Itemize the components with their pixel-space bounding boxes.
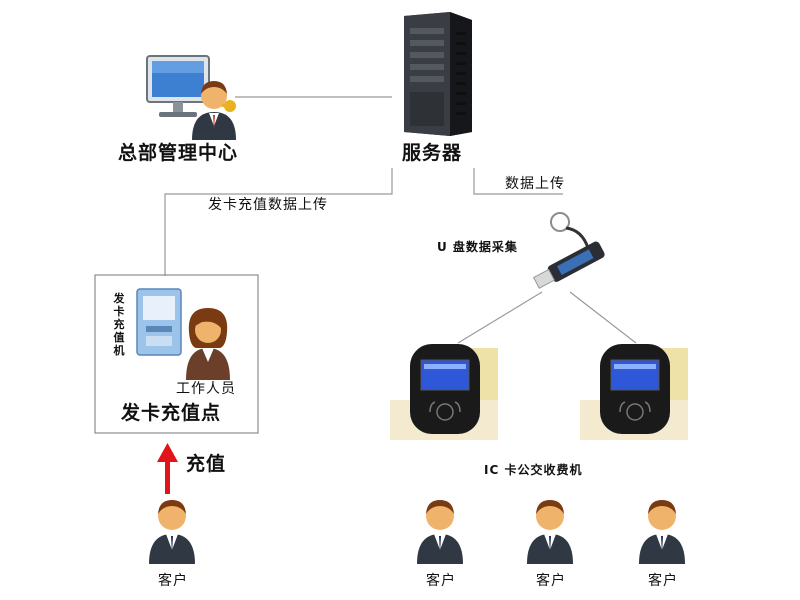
upload-label-left: 发卡充值数据上传 [208,197,328,213]
customer-label: 客户 [536,573,566,589]
recharge-arrow [157,443,178,494]
hq-label: 总部管理中心 [118,142,239,164]
station-label: 发卡充值点 [121,402,222,424]
customer-person-icon [636,492,688,568]
ic-card-machine-icon [390,344,498,440]
server-label: 服务器 [402,142,463,164]
staff-person-icon [186,308,230,380]
recharge-label: 充值 [186,453,227,475]
line-server-station [164,168,393,276]
customer-label: 客户 [426,573,456,589]
customer-person-icon [146,492,198,568]
upload-label-top: 数据上传 [505,176,565,192]
customer-person-icon [414,492,466,568]
usb-drive-icon [532,212,605,289]
customer-label: 客户 [158,573,188,589]
card-machine-vertical-label: 发卡充值机 [113,292,125,357]
recharge-station-box [94,274,259,434]
server-icon [404,12,472,136]
usb-label: U 盘数据采集 [437,240,518,254]
pos-label: IC 卡公交收费机 [484,463,583,477]
monitor-icon [146,55,210,117]
line-server-usb [473,168,563,195]
line-usb-pos-right [569,291,637,344]
staff-label: 工作人员 [176,381,236,397]
card-machine-icon [136,288,182,356]
ic-card-machine-icon [580,344,688,440]
customer-label: 客户 [648,573,678,589]
line-usb-pos-left [457,291,543,344]
admin-person-icon [192,81,236,140]
customer-person-icon [524,492,576,568]
